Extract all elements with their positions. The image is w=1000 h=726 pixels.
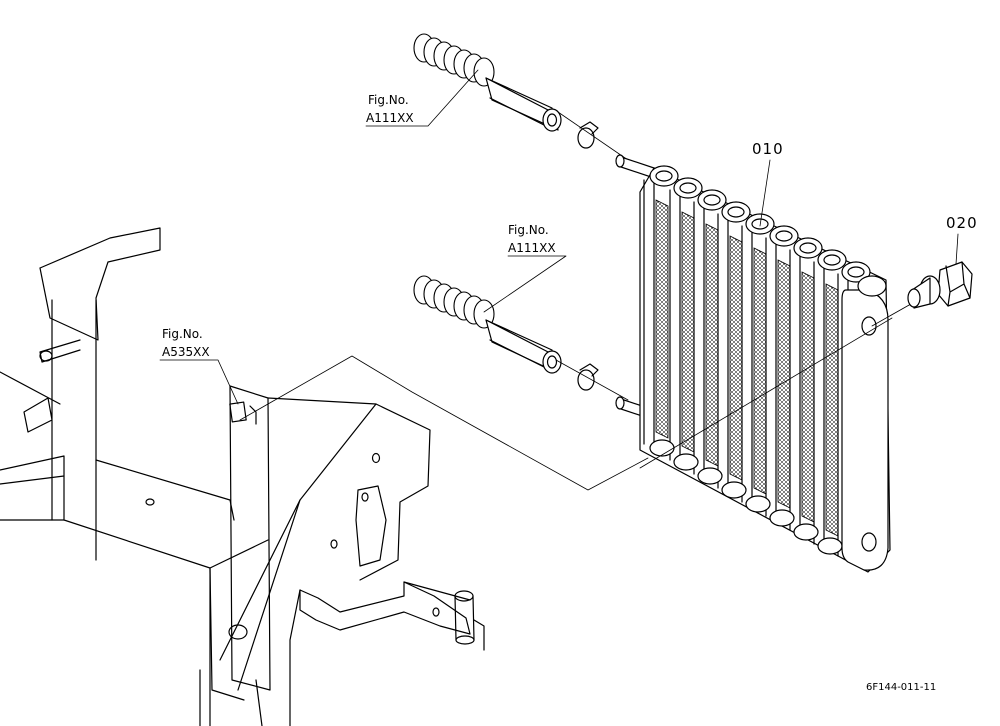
- callout-upper-line2: A111XX: [366, 111, 414, 125]
- part-number-010: 010: [752, 140, 784, 158]
- part-010-leader: [759, 159, 771, 227]
- oil-cooler-body: [639, 165, 919, 573]
- callout-lower-line2: A111XX: [508, 241, 556, 255]
- callout-upper-line1: Fig.No.: [368, 93, 409, 107]
- connector-bolt-part: [907, 261, 973, 309]
- callout-lower-line1: Fig.No.: [508, 223, 549, 237]
- callout-upper-hose: Fig.No. A111XX: [365, 69, 479, 127]
- frame-assembly: [0, 227, 485, 726]
- callout-lower-hose: Fig.No. A111XX: [483, 223, 567, 313]
- frame-leader-line: [239, 355, 649, 491]
- callout-lower-leader: [483, 255, 567, 313]
- part-label-010: 010: [752, 140, 784, 227]
- part-label-020: 020: [946, 214, 978, 265]
- callout-frame-line2: A535XX: [162, 345, 210, 359]
- figure-id: 6F144-011-11: [866, 682, 936, 693]
- callout-frame-leader: [159, 359, 239, 405]
- callout-frame-line1: Fig.No.: [162, 327, 203, 341]
- upper-hose-assembly: [413, 33, 661, 181]
- callout-frame: Fig.No. A535XX: [159, 327, 239, 405]
- part-020-leader: [955, 233, 959, 265]
- lower-hose-assembly: [413, 275, 661, 423]
- part-number-020: 020: [946, 214, 978, 232]
- callout-upper-leader: [365, 69, 479, 127]
